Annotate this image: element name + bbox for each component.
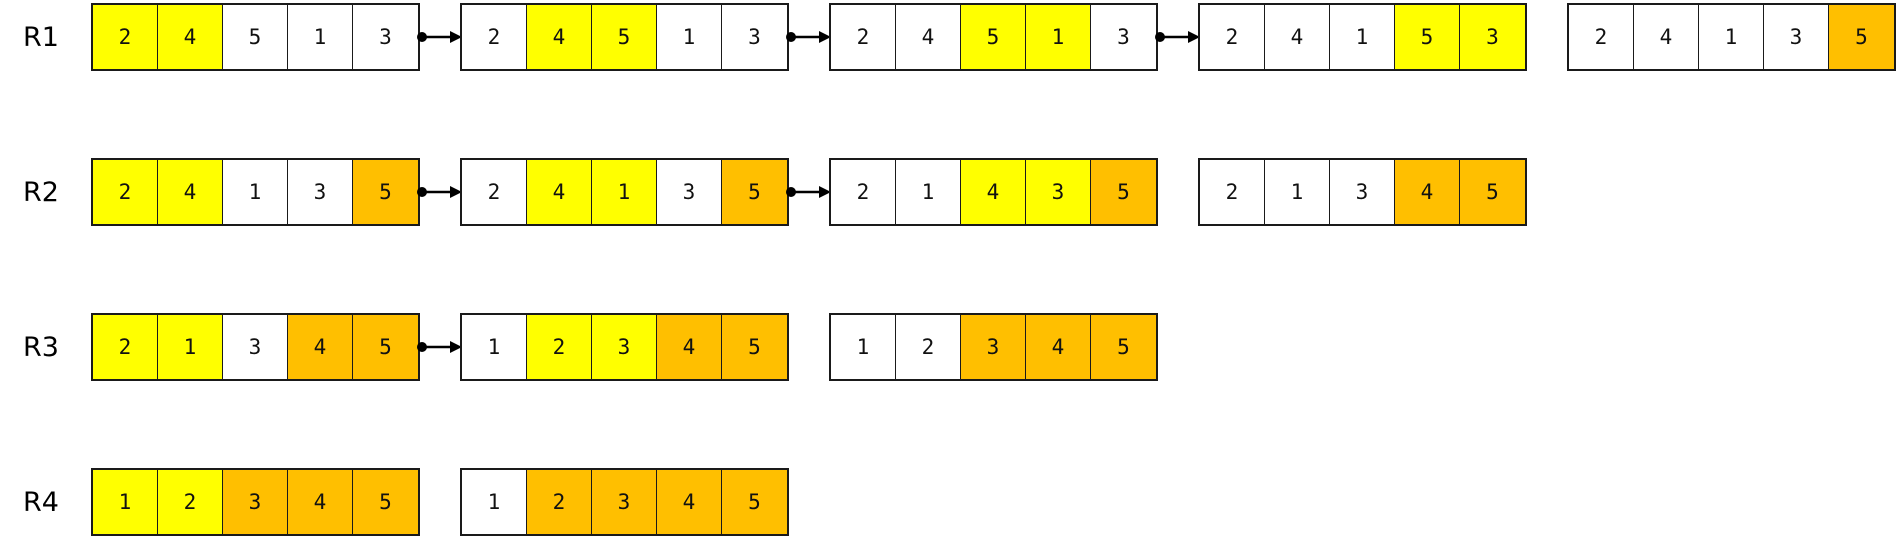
array-cell-plain: 3 [722,5,787,69]
array-cell-plain: 2 [1200,160,1265,224]
array-cell-compare: 1 [93,470,158,534]
array-cell-plain: 4 [1634,5,1699,69]
array-cell-plain: 2 [896,315,961,379]
array-cell-plain: 2 [831,160,896,224]
step-arrow-icon [417,186,462,198]
array-cell-sorted: 5 [1091,315,1156,379]
array-cell-sorted: 5 [722,315,787,379]
array-cell-plain: 1 [1330,5,1395,69]
array-cell-sorted: 2 [527,470,592,534]
array-cell-sorted: 5 [1091,160,1156,224]
array-cell-compare: 2 [158,470,223,534]
array-cell-plain: 3 [1091,5,1156,69]
array-cell-plain: 3 [1764,5,1829,69]
array-cell-plain: 3 [288,160,353,224]
array-cell-plain: 4 [1265,5,1330,69]
array-cell-sorted: 5 [353,160,418,224]
array-cell-sorted: 3 [961,315,1026,379]
array-cell-plain: 1 [1699,5,1764,69]
array-cell-sorted: 4 [657,470,722,534]
array-cell-compare: 4 [961,160,1026,224]
array-cell-plain: 2 [1200,5,1265,69]
array-cell-plain: 3 [223,315,288,379]
array-cell-plain: 1 [223,160,288,224]
array-cell-sorted: 5 [722,160,787,224]
array-cell-plain: 1 [896,160,961,224]
array-cell-sorted: 5 [1460,160,1525,224]
array-cell-compare: 5 [1395,5,1460,69]
array-cell-sorted: 3 [592,470,657,534]
array-cell-sorted: 4 [1026,315,1091,379]
array-cell-sorted: 4 [657,315,722,379]
array-cell-sorted: 4 [1395,160,1460,224]
array-cell-plain: 4 [896,5,961,69]
step-arrow-icon [786,186,831,198]
step-arrow-icon [417,31,462,43]
array-cell-sorted: 4 [288,315,353,379]
array-cell-sorted: 5 [353,315,418,379]
array-cell-plain: 2 [1569,5,1634,69]
array-cell-sorted: 4 [288,470,353,534]
array-cell-plain: 2 [462,160,527,224]
array-cell-plain: 1 [1265,160,1330,224]
array-cell-plain: 1 [657,5,722,69]
array-cell-compare: 1 [1026,5,1091,69]
array-cell-plain: 1 [288,5,353,69]
array-cell-sorted: 5 [722,470,787,534]
array-cell-compare: 2 [93,315,158,379]
array-cell-compare: 4 [527,5,592,69]
array-cell-plain: 3 [353,5,418,69]
step-arrow-icon [786,31,831,43]
array-cell-plain: 3 [657,160,722,224]
array-cell-plain: 1 [462,470,527,534]
array-cell-compare: 4 [527,160,592,224]
row-label: R4 [23,487,59,518]
array-cell-plain: 2 [831,5,896,69]
array-cell-compare: 3 [1460,5,1525,69]
array-cell-sorted: 5 [1829,5,1894,69]
array-cell-sorted: 5 [353,470,418,534]
array-cell-plain: 2 [462,5,527,69]
row-label: R2 [23,177,59,208]
array-cell-plain: 3 [1330,160,1395,224]
array-cell-compare: 2 [527,315,592,379]
array-cell-compare: 4 [158,5,223,69]
array-cell-plain: 1 [831,315,896,379]
array-cell-compare: 3 [592,315,657,379]
step-arrow-icon [417,341,462,353]
array-cell-sorted: 3 [223,470,288,534]
array-cell-compare: 4 [158,160,223,224]
row-label: R1 [23,22,59,53]
array-cell-compare: 5 [592,5,657,69]
row-label: R3 [23,332,59,363]
array-cell-plain: 1 [462,315,527,379]
step-arrow-icon [1155,31,1200,43]
array-cell-compare: 5 [961,5,1026,69]
array-cell-compare: 3 [1026,160,1091,224]
array-cell-compare: 1 [158,315,223,379]
array-cell-compare: 2 [93,160,158,224]
array-cell-compare: 1 [592,160,657,224]
array-cell-compare: 2 [93,5,158,69]
array-cell-plain: 5 [223,5,288,69]
